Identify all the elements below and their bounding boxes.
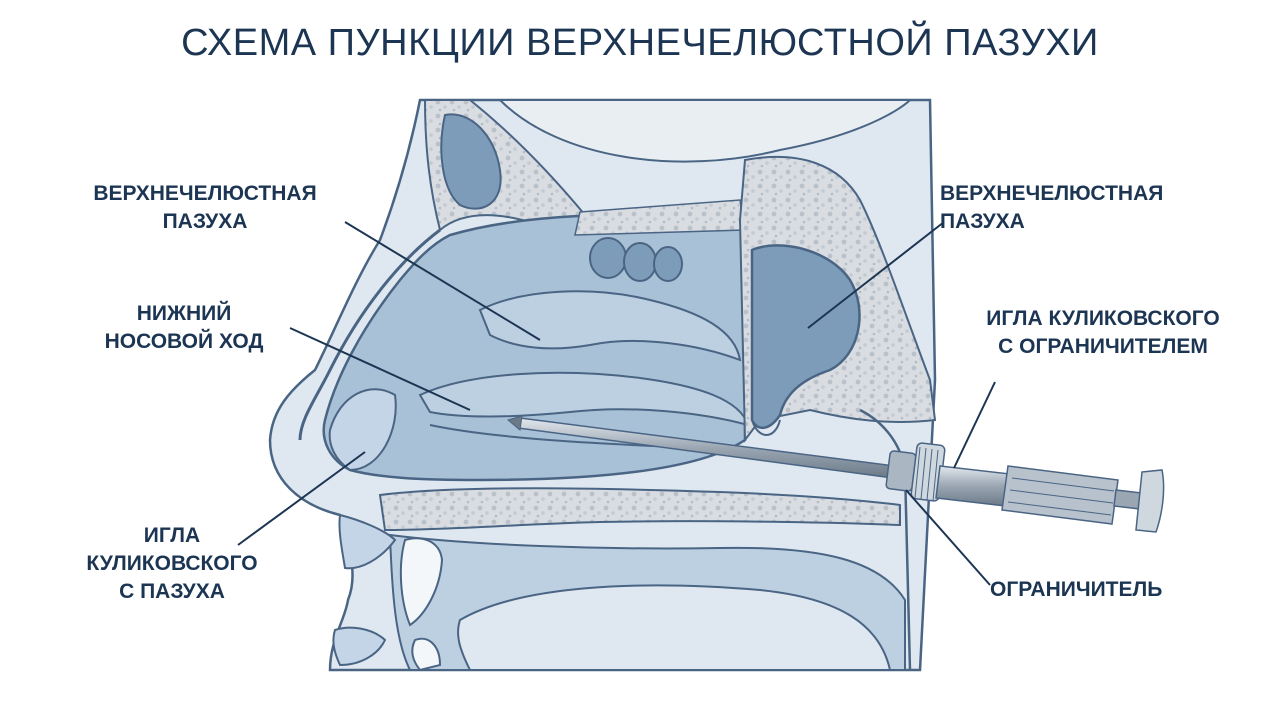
middle-turbinate bbox=[478, 290, 742, 362]
needle-grip bbox=[1001, 465, 1119, 525]
lower-incisor bbox=[411, 637, 442, 672]
label-right-sinus-line-2: ПАЗУХА bbox=[940, 210, 1025, 233]
label-inferior-meatus-line-2: НОСОВОЙ ХОД bbox=[104, 330, 264, 353]
leader-lines bbox=[237, 221, 996, 586]
label-right-sinus: ВЕРХНЕЧЕЛЮСТНАЯ ПАЗУХА bbox=[940, 180, 1230, 236]
label-inferior-meatus-line-1: НИЖНИЙ bbox=[136, 302, 232, 325]
nasal-ala bbox=[328, 388, 397, 472]
label-left-sinus-line-2: ПАЗУХА bbox=[162, 210, 248, 233]
tongue bbox=[457, 584, 892, 671]
maxillary-sinus bbox=[750, 244, 861, 429]
leader-stopper bbox=[905, 489, 991, 586]
label-right-sinus-line-1: ВЕРХНЕЧЕЛЮСТНАЯ bbox=[940, 182, 1164, 205]
hard-palate bbox=[378, 487, 901, 532]
needle-handle bbox=[1135, 469, 1165, 533]
leader-needle-stopper bbox=[953, 381, 996, 469]
label-needle-sinus-line-3: С ПАЗУХА bbox=[119, 580, 225, 603]
lower-lip bbox=[332, 626, 387, 667]
kulikovsky-needle bbox=[506, 415, 1165, 533]
label-needle-stopper: ИГЛА КУЛИКОВСКОГО С ОГРАНИЧИТЕЛЕМ bbox=[948, 305, 1258, 361]
sinus-ostium bbox=[751, 419, 781, 436]
label-needle-sinus: ИГЛА КУЛИКОВСКОГО С ПАЗУХА bbox=[62, 522, 282, 606]
label-needle-sinus-line-1: ИГЛА bbox=[143, 524, 201, 547]
needle-tip bbox=[506, 415, 523, 431]
upper-incisor bbox=[399, 537, 444, 627]
label-needle-stopper-line-2: С ОГРАНИЧИТЕЛЕМ bbox=[998, 335, 1208, 358]
upper-lip bbox=[338, 513, 397, 570]
leader-needle-sinus bbox=[237, 451, 366, 546]
skull-top bbox=[497, 99, 913, 163]
label-left-sinus-line-1: ВЕРХНЕЧЕЛЮСТНАЯ bbox=[93, 182, 317, 205]
label-needle-stopper-line-1: ИГЛА КУЛИКОВСКОГО bbox=[986, 307, 1220, 330]
collar-knurl bbox=[914, 446, 939, 502]
label-left-sinus: ВЕРХНЕЧЕЛЮСТНАЯ ПАЗУХА bbox=[62, 180, 348, 236]
grip-grooves bbox=[1007, 477, 1115, 516]
frontal-sinus bbox=[440, 113, 502, 210]
label-stopper: ОГРАНИЧИТЕЛЬ bbox=[990, 576, 1210, 604]
diagram-title: СХЕМА ПУНКЦИИ ВЕРХНЕЧЕЛЮСТНОЙ ПАЗУХИ bbox=[181, 22, 1099, 64]
ethmoid-cells bbox=[574, 199, 746, 282]
needle-barrel bbox=[935, 465, 1011, 507]
label-inferior-meatus: НИЖНИЙ НОСОВОЙ ХОД bbox=[70, 300, 298, 356]
leader-right-sinus bbox=[807, 221, 945, 329]
label-stopper-text: ОГРАНИЧИТЕЛЬ bbox=[990, 578, 1163, 601]
leader-inferior-meatus bbox=[289, 327, 471, 411]
label-needle-sinus-line-2: КУЛИКОВСКОГО bbox=[86, 552, 258, 575]
leader-left-sinus bbox=[344, 221, 541, 341]
